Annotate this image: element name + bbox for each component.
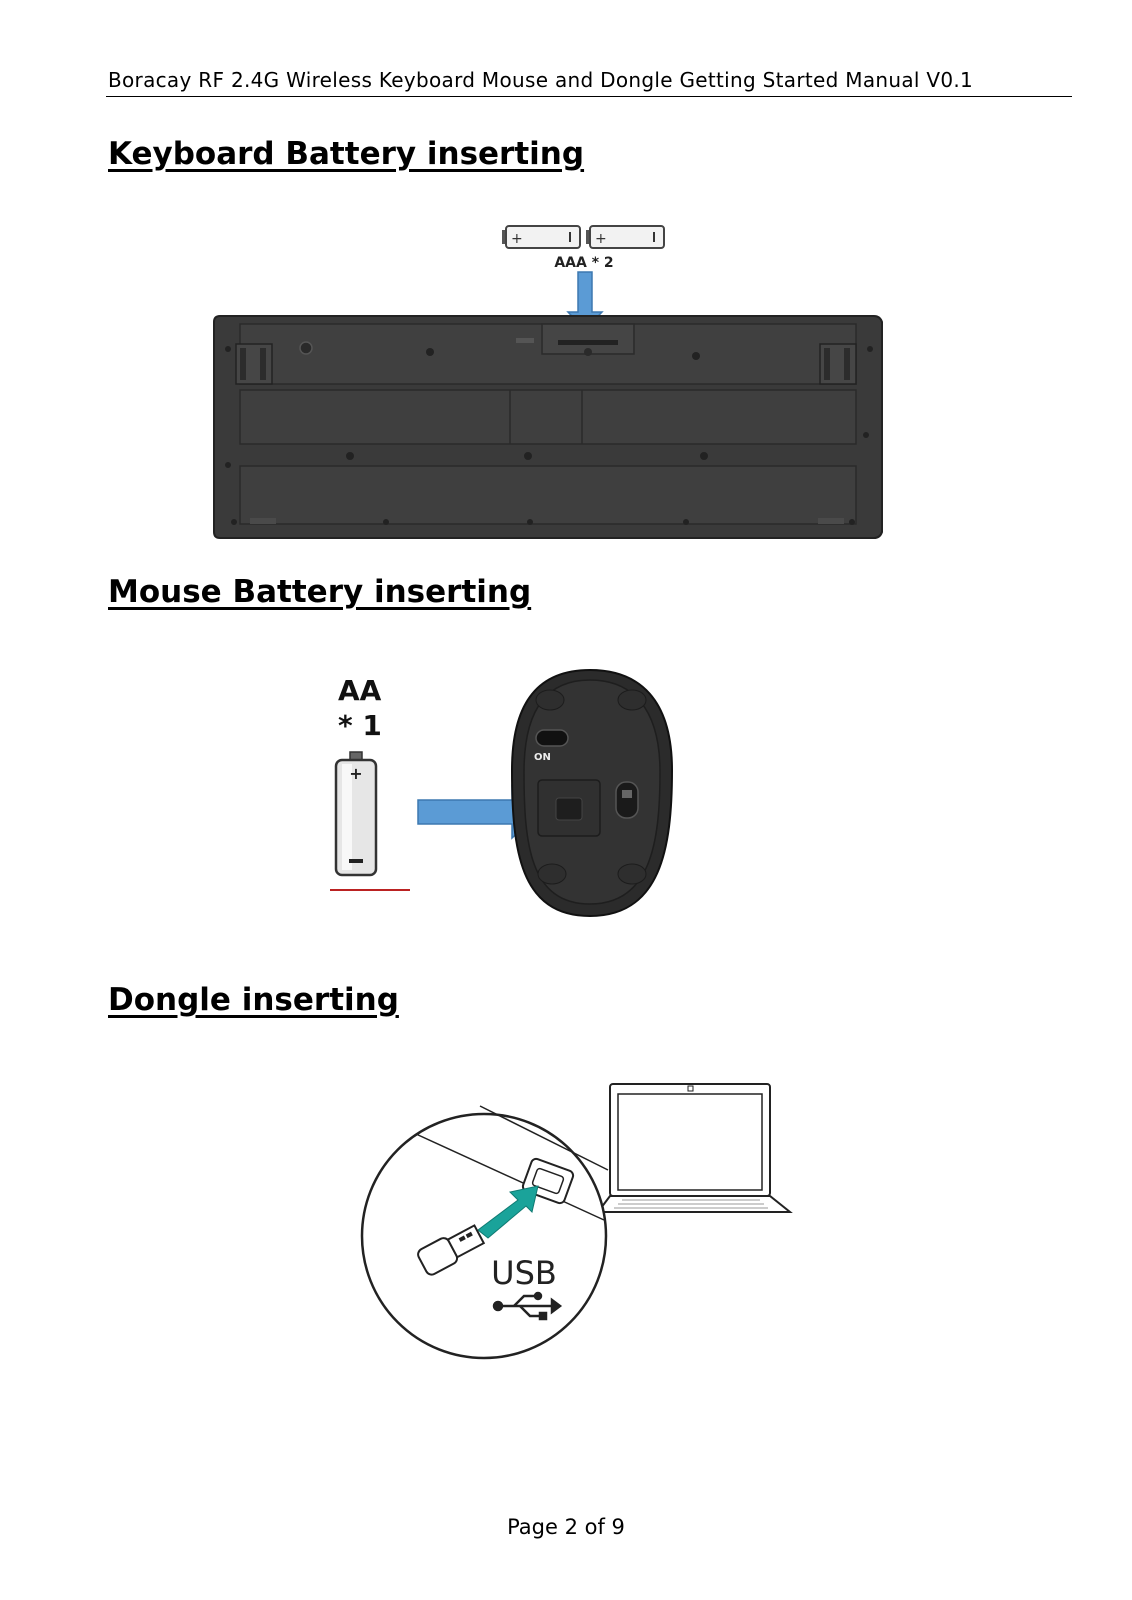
insert-arrow-icon [477, 1185, 539, 1239]
document-header-title: Boracay RF 2.4G Wireless Keyboard Mouse … [108, 68, 974, 92]
battery-count-label: * 1 [338, 709, 382, 742]
battery-type-label: AA [338, 674, 382, 707]
svg-text:+: + [511, 231, 523, 247]
page-number: Page 2 of 9 [507, 1515, 625, 1539]
battery-count-label: AAA * 2 [554, 255, 613, 271]
power-switch-label: ON [534, 752, 551, 763]
laptop-icon [596, 1083, 793, 1213]
svg-text:+: + [595, 231, 607, 247]
mouse-battery-figure: AA * 1 + ON [330, 668, 674, 918]
section-title-mouse-battery: Mouse Battery inserting [108, 574, 532, 610]
usb-dongle-icon [417, 1224, 486, 1276]
svg-text:+: + [349, 764, 362, 783]
section-title-keyboard-battery: Keyboard Battery inserting [108, 136, 585, 172]
aaa-battery-icon: + [586, 225, 665, 249]
header-divider [106, 96, 1072, 97]
usb-port-closeup: USB [360, 1105, 609, 1360]
section-title-dongle: Dongle inserting [108, 982, 399, 1018]
dongle-insert-figure: USB [360, 1083, 793, 1360]
aaa-battery-icon: + [502, 225, 581, 249]
usb-symbol-icon [492, 1291, 563, 1321]
keyboard-underside-image [213, 315, 883, 539]
keyboard-battery-figure: + + AAA * 2 [213, 225, 883, 539]
aa-battery-icon: + [334, 751, 378, 877]
usb-label: USB [491, 1254, 557, 1292]
mouse-underside-image: ON [510, 668, 674, 918]
